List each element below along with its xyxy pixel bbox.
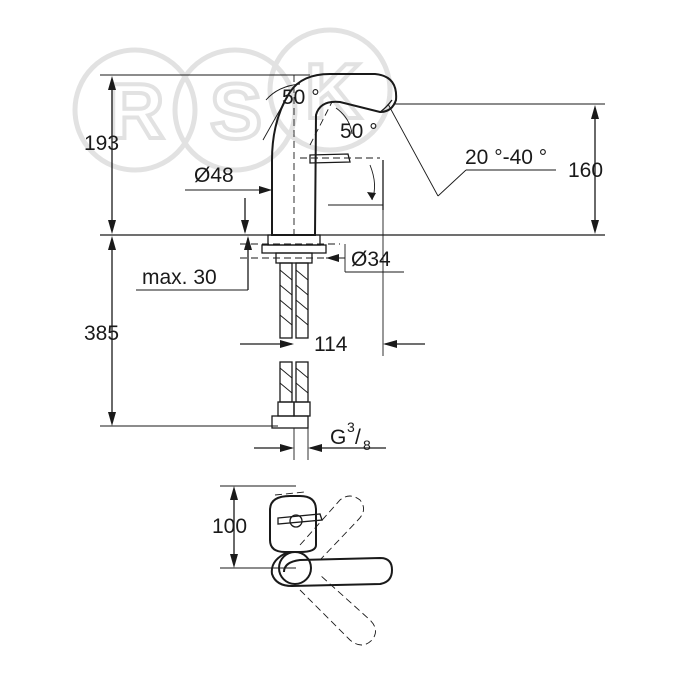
lever-top-swing bbox=[274, 491, 306, 496]
spout-tip bbox=[379, 99, 393, 113]
arrow-193-top bbox=[108, 76, 116, 90]
dim-g38: G 3 / 8 bbox=[254, 419, 386, 460]
watermark-circle-s bbox=[172, 47, 298, 173]
hose-left-fitting bbox=[277, 401, 295, 417]
hose-right-fitting bbox=[293, 401, 311, 417]
arrow-48-down bbox=[241, 220, 249, 234]
arrow-385-top bbox=[108, 236, 116, 250]
label-385: 385 bbox=[84, 322, 119, 345]
label-diameter-48: Ø48 bbox=[194, 164, 234, 187]
dim-385: 385 bbox=[84, 236, 278, 427]
label-g-num: 3 bbox=[347, 419, 355, 435]
label-max-30: max. 30 bbox=[142, 266, 217, 289]
faucet-mount bbox=[240, 234, 340, 264]
arrow-100-bottom bbox=[230, 554, 238, 568]
label-g-den: 8 bbox=[363, 437, 371, 453]
spray-line bbox=[387, 103, 439, 197]
watermark-letter-k: K bbox=[305, 47, 361, 135]
hose-braid-lower bbox=[279, 367, 309, 394]
mount-plate bbox=[261, 244, 327, 254]
spout-swing-up bbox=[299, 495, 364, 561]
top-spout bbox=[270, 551, 394, 588]
label-g-slash: / bbox=[355, 426, 361, 449]
label-100: 100 bbox=[212, 515, 247, 538]
faucet-side-view bbox=[262, 73, 439, 236]
top-lever-knob bbox=[289, 514, 303, 528]
label-angle-top: 50 ° bbox=[282, 86, 320, 109]
angle-arc-top bbox=[265, 83, 301, 101]
dim-34: Ø34 bbox=[326, 244, 404, 273]
dim-160: 160 bbox=[395, 103, 605, 234]
dim-spray: 20 °-40 ° bbox=[437, 146, 556, 197]
faucet-top-view bbox=[269, 491, 394, 646]
watermark-letter-r: R bbox=[108, 67, 164, 155]
dim-193: 193 bbox=[84, 74, 310, 234]
angle-ref-top bbox=[262, 91, 291, 141]
leader-spray bbox=[437, 169, 467, 197]
hose-connector bbox=[271, 415, 309, 429]
hose-left-upper bbox=[279, 262, 293, 339]
mount-washer bbox=[267, 234, 321, 246]
hose-right-lower bbox=[295, 361, 309, 403]
label-angle-lever: 50 ° bbox=[340, 120, 378, 143]
watermark-circle-r bbox=[72, 47, 198, 173]
arrow-34 bbox=[326, 254, 339, 262]
label-g: G bbox=[330, 426, 346, 449]
arrow-385-bottom bbox=[108, 412, 116, 426]
arrow-160-top bbox=[591, 105, 599, 119]
top-body bbox=[269, 495, 317, 553]
arrow-100-top bbox=[230, 486, 238, 500]
label-160: 160 bbox=[568, 159, 603, 182]
watermark-circle-k bbox=[267, 27, 393, 153]
hose-braid-upper bbox=[279, 269, 309, 326]
arrow-48 bbox=[259, 186, 272, 194]
dim-114: 114 bbox=[240, 210, 425, 356]
lever-raised-50 bbox=[309, 101, 333, 146]
dim-max-30: max. 30 bbox=[136, 236, 252, 291]
hose-left-lower bbox=[279, 361, 293, 403]
supply-hoses bbox=[271, 262, 311, 460]
dim-48: Ø48 bbox=[185, 164, 272, 234]
label-114: 114 bbox=[314, 333, 348, 356]
arrow-160-bottom bbox=[591, 220, 599, 234]
label-spray-angle: 20 °-40 ° bbox=[465, 146, 547, 169]
arrow-114-left bbox=[280, 340, 294, 348]
arrow-30-up bbox=[244, 236, 252, 250]
arrow-193-bottom bbox=[108, 220, 116, 234]
hose-right-upper bbox=[295, 262, 309, 339]
label-diameter-34: Ø34 bbox=[351, 248, 391, 271]
rsk-watermark: R S K bbox=[72, 27, 393, 173]
label-193: 193 bbox=[84, 132, 119, 155]
arrow-g-right bbox=[308, 444, 322, 452]
arrow-spray-arc bbox=[367, 192, 376, 200]
spout-swing-down bbox=[299, 574, 376, 646]
lever bbox=[309, 153, 351, 164]
dim-100: 100 bbox=[212, 485, 296, 569]
arrow-114-right bbox=[383, 340, 397, 348]
watermark-letter-s: S bbox=[210, 67, 262, 155]
angle-arc-lever bbox=[335, 107, 353, 135]
arrow-g-left bbox=[280, 444, 294, 452]
